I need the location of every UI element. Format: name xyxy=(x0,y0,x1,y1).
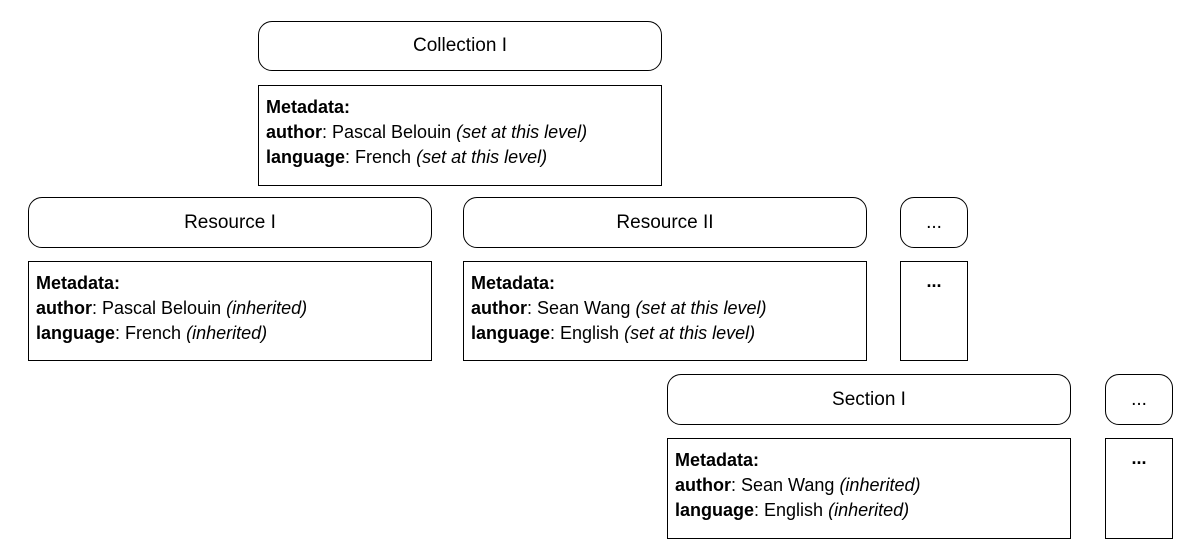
author-key: author xyxy=(675,475,731,495)
language-value: English xyxy=(560,323,620,343)
author-row: author: Sean Wang (inherited) xyxy=(675,475,921,495)
section-1-node: Section I xyxy=(667,374,1071,425)
language-key: language xyxy=(266,147,346,167)
author-key: author xyxy=(471,298,527,318)
resource-1-title: Resource I xyxy=(184,211,276,233)
author-value: Pascal Belouin xyxy=(332,122,452,142)
author-row: author: Sean Wang (set at this level) xyxy=(471,298,767,318)
more-sections-node: ... xyxy=(1105,374,1173,425)
language-row: language: English (set at this level) xyxy=(471,323,756,343)
collection-metadata-box: Metadata: author: Pascal Belouin (set at… xyxy=(258,85,662,186)
more-sections-metadata-box: ... xyxy=(1105,438,1173,539)
more-resources-node: ... xyxy=(900,197,968,248)
metadata-heading: Metadata: xyxy=(675,450,760,470)
author-key: author xyxy=(266,122,322,142)
language-value: English xyxy=(764,500,824,520)
author-note: (inherited) xyxy=(839,475,921,495)
resource-2-title: Resource II xyxy=(616,211,714,233)
author-key: author xyxy=(36,298,92,318)
language-key: language xyxy=(471,323,551,343)
author-row: author: Pascal Belouin (set at this leve… xyxy=(266,122,588,142)
collection-node: Collection I xyxy=(258,21,662,71)
resource-1-node: Resource I xyxy=(28,197,432,248)
language-row: language: English (inherited) xyxy=(675,500,910,520)
author-note: (set at this level) xyxy=(456,122,588,142)
language-key: language xyxy=(36,323,116,343)
language-row: language: French (set at this level) xyxy=(266,147,548,167)
collection-title: Collection I xyxy=(413,35,507,56)
more-resources-ellipsis: ... xyxy=(926,211,942,233)
section-1-title: Section I xyxy=(832,388,906,410)
language-note: (inherited) xyxy=(186,323,268,343)
resource-2-node: Resource II xyxy=(463,197,867,248)
metadata-heading: Metadata: xyxy=(266,97,351,117)
resource-2-metadata-box: Metadata: author: Sean Wang (set at this… xyxy=(463,261,867,361)
author-note: (set at this level) xyxy=(635,298,767,318)
language-row: language: French (inherited) xyxy=(36,323,268,343)
language-note: (set at this level) xyxy=(624,323,756,343)
author-value: Pascal Belouin xyxy=(102,298,222,318)
more-resources-metadata-ellipsis: ... xyxy=(926,271,942,291)
language-value: French xyxy=(125,323,182,343)
metadata-heading: Metadata: xyxy=(36,273,121,293)
more-resources-metadata-box: ... xyxy=(900,261,968,361)
language-note: (set at this level) xyxy=(416,147,548,167)
metadata-heading: Metadata: xyxy=(471,273,556,293)
author-note: (inherited) xyxy=(226,298,308,318)
language-note: (inherited) xyxy=(828,500,910,520)
author-value: Sean Wang xyxy=(741,475,835,495)
language-key: language xyxy=(675,500,755,520)
author-row: author: Pascal Belouin (inherited) xyxy=(36,298,308,318)
author-value: Sean Wang xyxy=(537,298,631,318)
resource-1-metadata-box: Metadata: author: Pascal Belouin (inheri… xyxy=(28,261,432,361)
language-value: French xyxy=(355,147,412,167)
section-1-metadata-box: Metadata: author: Sean Wang (inherited) … xyxy=(667,438,1071,539)
more-sections-ellipsis: ... xyxy=(1131,388,1147,410)
more-sections-metadata-ellipsis: ... xyxy=(1131,448,1147,468)
